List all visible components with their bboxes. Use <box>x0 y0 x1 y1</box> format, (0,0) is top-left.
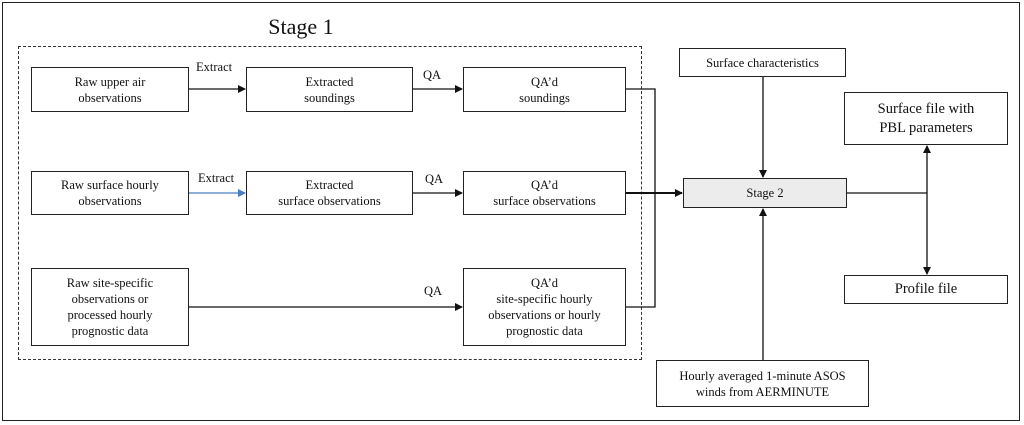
qad-site-specific-node: QA’d site-specific hourly observations o… <box>463 268 626 346</box>
line-qad-soundings-to-merge <box>626 88 656 193</box>
extracted-soundings-node: Extracted soundings <box>246 67 413 112</box>
stage1-title: Stage 1 <box>268 14 334 39</box>
qad-soundings-node: QA’d soundings <box>463 67 626 112</box>
extract-label-row2: Extract <box>198 171 235 185</box>
stage1-group <box>18 46 642 360</box>
raw-upper-air-node: Raw upper air observations <box>31 67 189 112</box>
extracted-surface-node: Extracted surface observations <box>246 171 413 215</box>
qa-label-row1: QA <box>423 68 442 82</box>
extract-label-row1: Extract <box>196 60 233 74</box>
qa-label-row3: QA <box>424 284 443 298</box>
raw-surface-hourly-node: Raw surface hourly observations <box>31 171 189 215</box>
surface-file-node: Surface file with PBL parameters <box>844 92 1008 145</box>
profile-file-node: Profile file <box>844 275 1008 304</box>
line-qad-site-to-merge <box>626 193 656 308</box>
stage2-node: Stage 2 <box>683 178 847 208</box>
qad-surface-node: QA’d surface observations <box>463 171 626 215</box>
raw-site-specific-node: Raw site-specific observations or proces… <box>31 268 189 346</box>
hourly-asos-node: Hourly averaged 1-minute ASOS winds from… <box>656 360 869 407</box>
qa-label-row2: QA <box>425 172 444 186</box>
surface-characteristics-node: Surface characteristics <box>679 48 846 77</box>
